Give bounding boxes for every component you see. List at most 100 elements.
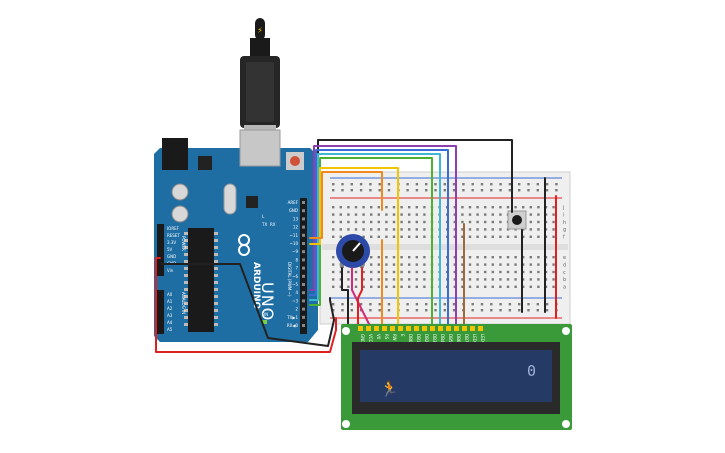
terminal-hole[interactable] <box>392 228 396 231</box>
rail-hole[interactable] <box>350 183 353 186</box>
rail-hole[interactable] <box>545 183 549 186</box>
rail-hole[interactable] <box>434 303 437 306</box>
rail-hole[interactable] <box>341 183 344 186</box>
lcd-pin[interactable] <box>374 326 379 331</box>
terminal-hole[interactable] <box>484 270 487 274</box>
wire-cyan[interactable] <box>309 153 441 327</box>
terminal-hole[interactable] <box>529 213 532 216</box>
rail-hole[interactable] <box>518 183 521 186</box>
lcd-pin[interactable] <box>438 326 443 331</box>
terminal-hole[interactable] <box>400 256 403 259</box>
terminal-hole[interactable] <box>385 213 388 216</box>
terminal-hole[interactable] <box>415 270 418 274</box>
terminal-hole[interactable] <box>468 220 472 224</box>
terminal-hole[interactable] <box>370 285 373 288</box>
terminal-hole[interactable] <box>537 235 540 238</box>
terminal-hole[interactable] <box>415 256 418 259</box>
terminal-hole[interactable] <box>499 228 502 231</box>
digital-pin[interactable] <box>302 250 305 254</box>
terminal-hole[interactable] <box>423 213 426 216</box>
terminal-hole[interactable] <box>499 213 502 216</box>
terminal-hole[interactable] <box>332 228 335 231</box>
terminal-hole[interactable] <box>552 206 555 209</box>
terminal-hole[interactable] <box>491 206 494 209</box>
wire-red-5v[interactable] <box>155 257 337 353</box>
terminal-hole[interactable] <box>491 263 494 266</box>
terminal-hole[interactable] <box>354 278 358 281</box>
terminal-hole[interactable] <box>522 263 525 266</box>
rail-hole[interactable] <box>480 309 484 312</box>
rail-hole[interactable] <box>490 189 493 192</box>
terminal-hole[interactable] <box>484 220 487 224</box>
terminal-hole[interactable] <box>453 278 456 281</box>
rail-hole[interactable] <box>387 303 391 306</box>
rail-hole[interactable] <box>545 303 549 306</box>
terminal-hole[interactable] <box>377 228 380 231</box>
terminal-hole[interactable] <box>354 228 358 231</box>
digital-pin[interactable] <box>302 315 305 319</box>
terminal-hole[interactable] <box>453 206 456 209</box>
rail-hole[interactable] <box>443 183 446 186</box>
terminal-hole[interactable] <box>529 220 532 224</box>
terminal-hole[interactable] <box>392 235 396 238</box>
terminal-hole[interactable] <box>468 263 472 266</box>
terminal-hole[interactable] <box>476 213 479 216</box>
rail-hole[interactable] <box>332 189 335 192</box>
terminal-hole[interactable] <box>332 213 335 216</box>
rail-hole[interactable] <box>462 183 465 186</box>
terminal-hole[interactable] <box>370 228 373 231</box>
rail-hole[interactable] <box>350 303 353 306</box>
push-button[interactable] <box>507 210 527 230</box>
terminal-hole[interactable] <box>362 213 365 216</box>
terminal-hole[interactable] <box>461 206 464 209</box>
terminal-hole[interactable] <box>339 220 342 224</box>
terminal-hole[interactable] <box>377 235 380 238</box>
wire-blue[interactable] <box>309 149 449 327</box>
rail-hole[interactable] <box>499 183 502 186</box>
terminal-hole[interactable] <box>491 270 494 274</box>
terminal-hole[interactable] <box>461 278 464 281</box>
digital-pin[interactable] <box>302 291 305 295</box>
terminal-hole[interactable] <box>491 235 494 238</box>
terminal-hole[interactable] <box>400 285 403 288</box>
terminal-hole[interactable] <box>332 206 335 209</box>
terminal-hole[interactable] <box>461 263 464 266</box>
terminal-hole[interactable] <box>385 278 388 281</box>
rail-hole[interactable] <box>471 183 474 186</box>
digital-pin[interactable] <box>302 233 305 237</box>
terminal-hole[interactable] <box>453 213 456 216</box>
terminal-hole[interactable] <box>392 220 396 224</box>
lcd-pin[interactable] <box>462 326 467 331</box>
rail-hole[interactable] <box>536 183 539 186</box>
terminal-hole[interactable] <box>506 270 510 274</box>
terminal-hole[interactable] <box>552 270 555 274</box>
terminal-hole[interactable] <box>400 220 403 224</box>
terminal-hole[interactable] <box>537 263 540 266</box>
terminal-hole[interactable] <box>354 220 358 224</box>
rail-hole[interactable] <box>415 303 419 306</box>
terminal-hole[interactable] <box>339 278 342 281</box>
rail-hole[interactable] <box>369 183 372 186</box>
terminal-hole[interactable] <box>423 270 426 274</box>
terminal-hole[interactable] <box>529 278 532 281</box>
terminal-hole[interactable] <box>537 206 540 209</box>
terminal-hole[interactable] <box>522 256 525 259</box>
terminal-hole[interactable] <box>506 263 510 266</box>
terminal-hole[interactable] <box>499 206 502 209</box>
terminal-hole[interactable] <box>537 228 540 231</box>
terminal-hole[interactable] <box>491 213 494 216</box>
rail-hole[interactable] <box>480 189 484 192</box>
terminal-hole[interactable] <box>522 285 525 288</box>
terminal-hole[interactable] <box>377 278 380 281</box>
terminal-hole[interactable] <box>354 270 358 274</box>
rail-hole[interactable] <box>545 189 549 192</box>
terminal-hole[interactable] <box>392 206 396 209</box>
terminal-hole[interactable] <box>415 206 418 209</box>
rail-hole[interactable] <box>415 189 419 192</box>
terminal-hole[interactable] <box>484 278 487 281</box>
terminal-hole[interactable] <box>332 256 335 259</box>
terminal-hole[interactable] <box>506 235 510 238</box>
terminal-hole[interactable] <box>468 256 472 259</box>
digital-pin[interactable] <box>302 209 305 213</box>
rail-hole[interactable] <box>378 183 381 186</box>
